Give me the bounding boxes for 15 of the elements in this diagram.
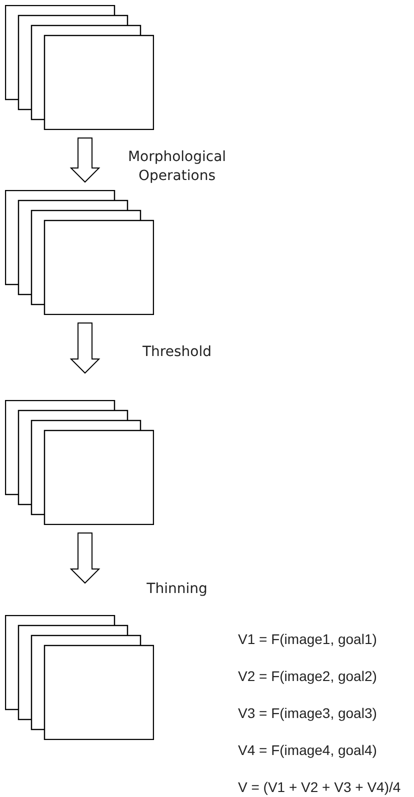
image-stack [5, 5, 154, 130]
edge-label: Thinning [146, 580, 208, 599]
hollow-arrow [70, 322, 100, 374]
formula: V4 = F(image4, goal4) [238, 741, 377, 760]
edge-label: Morphological Operations [126, 148, 228, 186]
image-stack [5, 190, 154, 315]
image-stack [5, 400, 154, 525]
hollow-arrow [70, 138, 100, 183]
hollow-arrow [70, 532, 100, 584]
formula: V2 = F(image2, goal2) [238, 667, 377, 686]
formula: V1 = F(image1, goal1) [238, 630, 377, 649]
formula: V3 = F(image3, goal3) [238, 704, 377, 723]
edge-label: Threshold [142, 343, 212, 362]
image-stack [5, 615, 154, 740]
formula: V = (V1 + V2 + V3 + V4)/4 [238, 778, 401, 797]
